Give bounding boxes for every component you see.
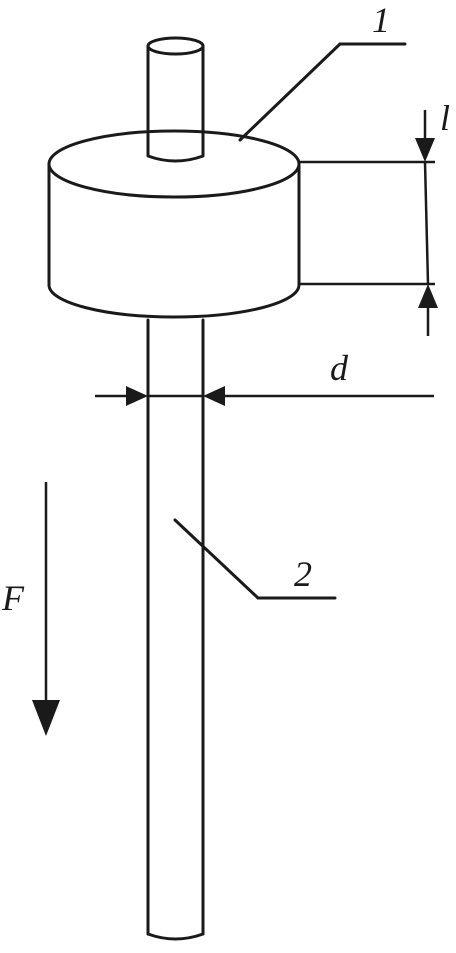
arrow-up-icon	[418, 284, 438, 308]
arrow-right-icon	[126, 386, 148, 406]
label-length: l	[440, 98, 450, 138]
dimension-l	[299, 110, 438, 336]
cylinder-body	[47, 162, 301, 319]
rod	[146, 318, 205, 941]
force-arrow	[32, 482, 60, 736]
dimension-d	[95, 386, 434, 406]
cylinder-block	[47, 129, 301, 319]
arrow-down-icon	[415, 138, 435, 162]
leader-part-2	[173, 518, 337, 600]
label-part-1: 1	[372, 0, 390, 40]
cylinder-top-face	[47, 129, 301, 199]
label-force: F	[1, 578, 25, 618]
label-diameter: d	[330, 348, 349, 388]
top-stub	[146, 36, 205, 163]
leader-part-1	[238, 42, 407, 142]
arrow-left-icon	[203, 386, 225, 406]
arrow-down-icon	[32, 700, 60, 736]
label-part-2: 2	[294, 554, 312, 594]
